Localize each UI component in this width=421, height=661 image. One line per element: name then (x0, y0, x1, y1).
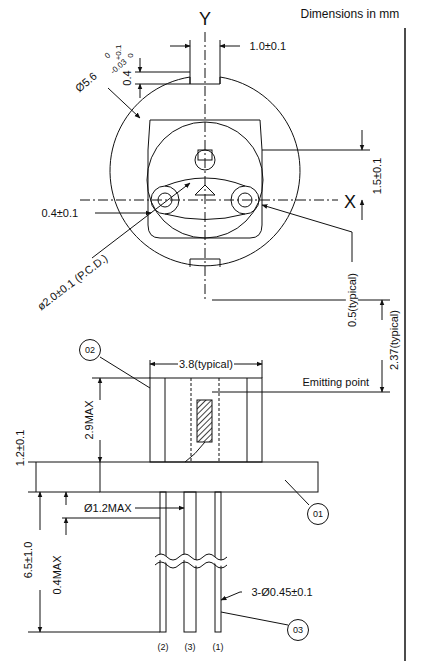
dimension-value: 3-Ø0.45±0.1 (251, 586, 314, 598)
dimension-value: 6.5±1.0 (22, 541, 34, 580)
top-view (80, 32, 370, 300)
callout-number: 03 (293, 626, 303, 635)
callout-number: 02 (85, 346, 95, 355)
callout-circle: 03 (287, 619, 309, 641)
callout-circle: 01 (307, 503, 329, 525)
dimension-value: 0.4±0.1 (41, 207, 80, 219)
tolerance: 0 (103, 50, 114, 61)
dimension-value: 1.5±0.1 (371, 157, 383, 196)
side-view (28, 300, 390, 632)
part-label: Emitting point (302, 376, 371, 388)
pin-number: (2) (157, 643, 170, 653)
dimension-value: 3.8(typical) (178, 358, 234, 370)
dimension-value: 1.0±0.1 (249, 40, 288, 52)
axis-label: X (343, 193, 357, 213)
dimension-value: 2.9MAX (82, 399, 94, 440)
axis-label: Y (198, 10, 212, 30)
dimension-value: ø2.0±0.1 (P.C.D.) (34, 251, 111, 313)
dimension-value: Ø5.6 (72, 69, 100, 95)
dimension-value: 2.37(typical) (388, 309, 400, 371)
pin-number: (3) (184, 643, 197, 653)
pin-number: (1) (212, 643, 225, 653)
dimension-value: 0.4 (120, 69, 132, 86)
dimension-note: Dimensions in mm (300, 8, 401, 21)
callout-circle: 02 (79, 339, 101, 361)
dimension-value: 1.2±0.1 (14, 429, 26, 468)
dimension-value: 0.5(typical) (346, 272, 358, 328)
callout-number: 01 (313, 510, 323, 519)
tolerance: 0 (127, 52, 136, 58)
dimension-value: Ø1.2MAX (83, 502, 133, 514)
dimension-value: 0.4MAX (50, 554, 62, 595)
